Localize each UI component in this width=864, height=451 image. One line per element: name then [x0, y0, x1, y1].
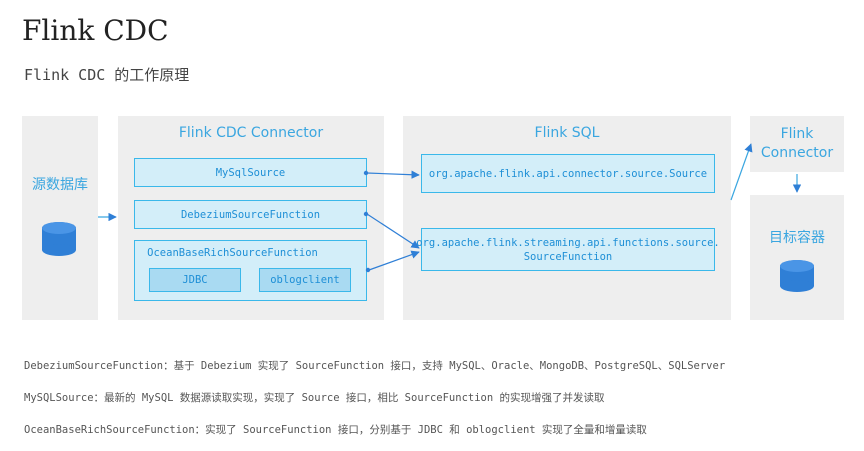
debezium-source-function-box: DebeziumSourceFunction	[134, 200, 367, 229]
jdbc-box: JDBC	[149, 268, 241, 292]
target-container-panel: 目标容器	[750, 195, 844, 320]
source-database-label: 源数据库	[32, 177, 88, 193]
oceanbase-source-function-label: OceanBaseRichSourceFunction	[147, 247, 318, 259]
page-title: Flink CDC	[22, 14, 169, 47]
oblogclient-box: oblogclient	[259, 268, 351, 292]
note-mysql-source: MySQLSource：最新的 MySQL 数据源读取实现，实现了 Source…	[24, 392, 605, 404]
flink-connector-panel: Flink Connector	[750, 116, 844, 172]
database-icon	[42, 222, 76, 256]
target-container-label: 目标容器	[769, 230, 825, 246]
flink-cdc-connector-panel: Flink CDC Connector MySqlSource Debezium…	[118, 116, 384, 320]
flink-cdc-connector-title: Flink CDC Connector	[178, 125, 324, 141]
note-oceanbase: OceanBaseRichSourceFunction：实现了 SourceFu…	[24, 424, 647, 436]
page-subtitle: Flink CDC 的工作原理	[24, 66, 190, 84]
flink-sql-title: Flink SQL	[534, 125, 600, 141]
arrow-flinksql-to-connector	[730, 143, 753, 201]
database-icon	[780, 260, 814, 292]
source-function-interface-box: org.apache.flink.streaming.api.functions…	[416, 228, 720, 271]
source-database-panel: 源数据库	[22, 116, 98, 320]
flink-connector-title: Flink Connector	[760, 126, 834, 161]
mysql-source-box: MySqlSource	[134, 158, 367, 187]
source-interface-box: org.apache.flink.api.connector.source.So…	[421, 154, 715, 193]
oceanbase-source-function-box: OceanBaseRichSourceFunction JDBC oblogcl…	[134, 240, 367, 301]
flink-sql-panel: Flink SQL org.apache.flink.api.connector…	[403, 116, 731, 320]
note-debezium: DebeziumSourceFunction：基于 Debezium 实现了 S…	[24, 360, 726, 372]
